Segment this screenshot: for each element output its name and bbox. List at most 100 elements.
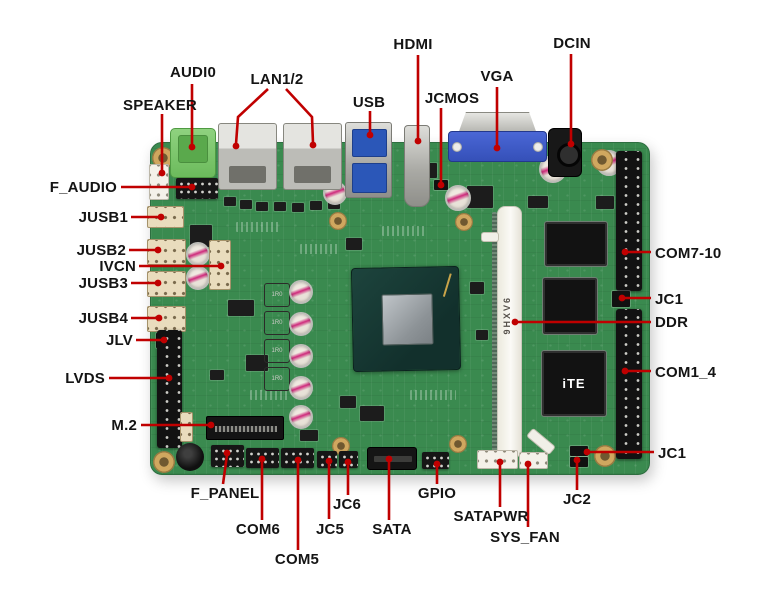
smd-chip bbox=[240, 200, 252, 209]
label-ddr: DDR bbox=[655, 314, 689, 331]
label-gpio: GPIO bbox=[417, 485, 457, 502]
smd-chip bbox=[274, 202, 286, 211]
jusb4-connector bbox=[147, 306, 186, 332]
label-lan: LAN1/2 bbox=[250, 71, 304, 88]
smd-chip bbox=[346, 238, 362, 250]
mounting-hole bbox=[332, 437, 350, 455]
capacitor bbox=[289, 344, 313, 368]
smd-chip bbox=[596, 196, 614, 209]
buzzer bbox=[176, 443, 204, 471]
satapwr-connector bbox=[477, 450, 518, 469]
dimm-marking: 9HXV6 bbox=[502, 296, 512, 335]
smd-chip bbox=[300, 430, 318, 441]
label-lvds: LVDS bbox=[65, 370, 105, 387]
com7-10-header bbox=[616, 151, 642, 291]
silkscreen-block bbox=[410, 390, 456, 400]
lan1-port bbox=[218, 123, 277, 190]
smd-chip bbox=[427, 163, 437, 178]
label-jc5: JC5 bbox=[315, 521, 345, 538]
capacitor bbox=[289, 405, 313, 429]
smd-chip bbox=[340, 396, 356, 408]
f-audio-header bbox=[176, 178, 218, 199]
capacitor bbox=[445, 185, 471, 211]
com6-header bbox=[246, 448, 279, 468]
label-jlv: JLV bbox=[106, 332, 133, 349]
dc-in-jack bbox=[548, 128, 582, 177]
mounting-hole bbox=[449, 435, 467, 453]
vrm-inductor: 1R0 bbox=[264, 339, 290, 363]
sys-fan-connector bbox=[519, 452, 548, 469]
smd-chip bbox=[470, 282, 484, 294]
label-com5: COM5 bbox=[274, 551, 320, 568]
jc1-jumper-right bbox=[612, 291, 630, 307]
smd-chip bbox=[256, 202, 268, 211]
com5-header bbox=[281, 448, 314, 468]
jusb2-connector bbox=[147, 239, 186, 265]
dimm-latch-top bbox=[481, 232, 499, 242]
vrm-inductor: 1R0 bbox=[264, 283, 290, 307]
label-jc1-right: JC1 bbox=[655, 291, 684, 308]
silkscreen-block bbox=[382, 226, 426, 236]
f-panel-header bbox=[211, 445, 244, 467]
label-com7-10: COM7-10 bbox=[655, 245, 722, 262]
jc6-header bbox=[339, 451, 358, 468]
label-sata: SATA bbox=[372, 521, 412, 538]
audio-jack bbox=[170, 128, 216, 178]
inductor-chip bbox=[467, 186, 493, 208]
label-f-audio: F_AUDIO bbox=[49, 179, 117, 196]
super-io-chip: iTE bbox=[542, 351, 606, 416]
ram-chip bbox=[543, 278, 597, 334]
label-usb: USB bbox=[352, 94, 386, 111]
label-satapwr: SATAPWR bbox=[453, 508, 529, 525]
dimm-contacts bbox=[492, 212, 497, 452]
mounting-hole bbox=[594, 445, 616, 467]
smd-chip bbox=[310, 201, 322, 210]
usb3-port bbox=[345, 122, 392, 198]
silkscreen-block bbox=[236, 222, 280, 232]
vrm-inductor: 1R0 bbox=[264, 311, 290, 335]
label-ivcn: IVCN bbox=[99, 258, 136, 275]
com1-4-header bbox=[616, 309, 642, 459]
label-jc2: JC2 bbox=[562, 491, 592, 508]
label-audi0: AUDI0 bbox=[169, 64, 217, 81]
jc1-jumper-bottom bbox=[570, 446, 588, 456]
label-jusb2: JUSB2 bbox=[76, 242, 126, 259]
m2-slot bbox=[206, 416, 284, 440]
label-jcmos: JCMOS bbox=[424, 90, 480, 107]
mounting-hole bbox=[153, 451, 175, 473]
smd-chip bbox=[246, 355, 268, 371]
label-com1-4: COM1_4 bbox=[655, 364, 717, 381]
mounting-hole bbox=[455, 213, 473, 231]
label-vga: VGA bbox=[480, 68, 514, 85]
speaker-connector bbox=[149, 164, 169, 200]
smd-chip bbox=[210, 370, 224, 380]
jc5-header bbox=[317, 451, 337, 468]
jusb3-connector bbox=[147, 271, 186, 297]
jusb1-connector bbox=[147, 206, 184, 228]
label-jc6: JC6 bbox=[332, 496, 362, 513]
label-jusb4: JUSB4 bbox=[78, 310, 128, 327]
gpio-header bbox=[422, 452, 449, 469]
label-f-panel: F_PANEL bbox=[190, 485, 260, 502]
label-sys-fan: SYS_FAN bbox=[490, 529, 560, 546]
lan2-port bbox=[283, 123, 342, 190]
dimm-slot bbox=[497, 206, 522, 458]
label-m2: M.2 bbox=[111, 417, 137, 434]
silkscreen-block bbox=[250, 390, 290, 400]
smd-chip bbox=[528, 196, 548, 208]
sata-connector bbox=[367, 447, 417, 470]
smd-chip bbox=[190, 225, 212, 247]
smd-chip bbox=[292, 203, 304, 212]
label-speaker: SPEAKER bbox=[123, 97, 197, 114]
label-com6: COM6 bbox=[235, 521, 281, 538]
smd-chip bbox=[476, 330, 488, 340]
capacitor bbox=[186, 242, 210, 266]
label-hdmi: HDMI bbox=[393, 36, 433, 53]
ram-chip bbox=[545, 222, 607, 266]
jcmos-jumper bbox=[434, 180, 448, 190]
lvds-header bbox=[157, 330, 182, 448]
cpu bbox=[350, 265, 462, 373]
vrm-inductor: 1R0 bbox=[264, 367, 290, 391]
mounting-hole bbox=[591, 149, 613, 171]
